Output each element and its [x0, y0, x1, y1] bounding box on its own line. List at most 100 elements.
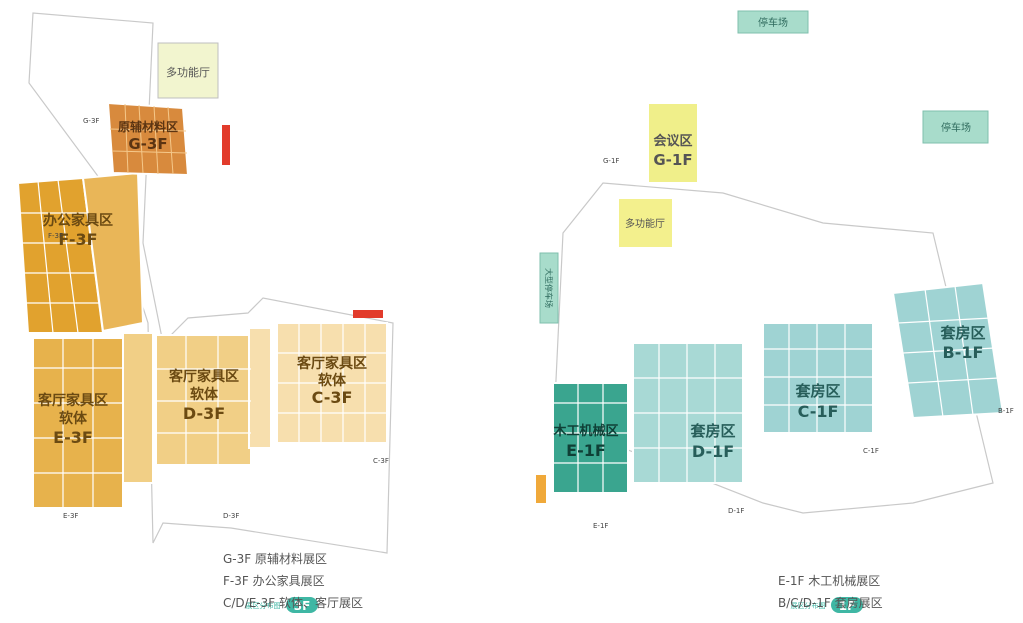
zone-c-1f[interactable] [762, 322, 874, 434]
label-parking-2: 停车场 [941, 121, 971, 134]
entrances-1f: G-1F B-1F C-1F D-1F E-1F [593, 157, 1014, 530]
svg-text:B-1F: B-1F [943, 343, 984, 362]
label-g-1f: 会议区 G-1F [653, 133, 692, 169]
svg-text:C-1F: C-1F [863, 447, 879, 455]
svg-text:E-1F 木工机械展区: E-1F 木工机械展区 [778, 573, 880, 588]
badge-1f [831, 597, 863, 613]
label-parking-1: 停车场 [758, 16, 788, 29]
svg-text:大型停车场: 大型停车场 [544, 268, 554, 308]
svg-text:木工机械区: 木工机械区 [552, 423, 618, 439]
svg-text:套房区: 套房区 [939, 324, 985, 342]
svg-text:C/D/E-3F 软体、客厅展区: C/D/E-3F 软体、客厅展区 [223, 595, 363, 610]
svg-text:B-1F: B-1F [998, 407, 1014, 415]
zone-g-1f[interactable] [647, 102, 699, 184]
floor-3f-plan: 客厅家具区 软体 C-3F 客厅家具区 软体 D-3F 客厅家具区 软体 E-3… [16, 12, 394, 613]
orange-marker-1f [536, 475, 546, 503]
svg-text:套房区: 套房区 [689, 422, 735, 440]
zone-c-1f-cells [763, 323, 873, 433]
label-c-3f: 客厅家具区 软体 C-3F [296, 355, 367, 407]
zone-d-3f-annex [248, 327, 272, 449]
label-d-1f: 套房区 D-1F [689, 422, 735, 461]
1f-outer-wall [552, 182, 994, 514]
svg-text:D-1F: D-1F [692, 442, 734, 461]
svg-text:E-3F: E-3F [63, 512, 78, 520]
zone-d-1f-cells [633, 343, 743, 483]
svg-text:软体: 软体 [190, 386, 219, 403]
svg-text:3F: 3F [294, 599, 311, 613]
svg-text:停车场: 停车场 [758, 16, 788, 29]
svg-text:E-3F: E-3F [53, 428, 93, 447]
zone-d-3f-cells [156, 335, 251, 465]
red-marker-3f-2 [353, 310, 383, 318]
svg-text:多功能厅: 多功能厅 [625, 217, 665, 230]
svg-text:软体: 软体 [318, 372, 347, 389]
svg-text:软体: 软体 [59, 410, 88, 427]
label-parking-large: 大型停车场 [544, 268, 554, 308]
svg-text:停车场: 停车场 [941, 121, 971, 134]
svg-text:D-3F: D-3F [183, 404, 225, 423]
hall-1f[interactable] [617, 197, 674, 249]
label-meeting-3f: 多功能厅 [166, 65, 210, 79]
svg-text:办公家具区: 办公家具区 [43, 212, 113, 229]
svg-text:F-3F: F-3F [58, 230, 97, 249]
label-g-3f: 原辅材料区 G-3F [118, 119, 178, 153]
3f-outer-wall [28, 12, 394, 554]
zone-e-1f[interactable] [552, 382, 629, 494]
svg-text:套房区: 套房区 [794, 382, 840, 400]
zone-b-1f-cells [897, 285, 1000, 418]
svg-text:F-3F: F-3F [48, 232, 63, 240]
entrances-3f: G-3F F-3F E-3F D-3F C-3F [48, 117, 389, 520]
svg-text:B/C/D-1F 套房展区: B/C/D-1F 套房展区 [778, 595, 883, 610]
svg-text:G-3F: G-3F [83, 117, 99, 125]
svg-text:C-1F: C-1F [798, 402, 839, 421]
zone-f-3f-annex [81, 171, 145, 333]
svg-text:原辅材料区: 原辅材料区 [118, 119, 178, 134]
label-f-3f: 办公家具区 F-3F [43, 212, 113, 249]
meeting-hall-3f[interactable] [157, 42, 219, 99]
svg-text:多功能厅: 多功能厅 [166, 65, 210, 79]
parking-1[interactable] [737, 10, 809, 34]
svg-text:客厅家具区: 客厅家具区 [296, 355, 367, 372]
svg-text:G-3F: G-3F [128, 135, 167, 153]
svg-text:D-1F: D-1F [728, 507, 744, 515]
zone-c-3f-cells [277, 323, 387, 443]
label-c-1f: 套房区 C-1F [794, 382, 840, 421]
svg-text:1F: 1F [839, 599, 856, 613]
svg-text:展区分布图: 展区分布图 [246, 601, 281, 610]
label-b-1f: 套房区 B-1F [939, 324, 985, 362]
label-d-3f: 客厅家具区 软体 D-3F [168, 368, 239, 423]
legend-1f: 1F 展区分布图 B/C/D-1F 套房展区 E-1F 木工机械展区 [778, 573, 883, 613]
legend-3f: 3F 展区分布图 C/D/E-3F 软体、客厅展区 F-3F 办公家具展区 G-… [223, 552, 363, 613]
svg-text:C-3F: C-3F [373, 457, 389, 465]
badge-3f [286, 597, 318, 613]
parking-large[interactable] [539, 252, 559, 324]
zone-g-3f-cells [109, 103, 188, 175]
svg-text:G-3F 原辅材料展区: G-3F 原辅材料展区 [223, 552, 327, 566]
svg-text:D-3F: D-3F [223, 512, 239, 520]
red-marker-3f [222, 125, 230, 165]
svg-text:展区分布图: 展区分布图 [791, 601, 826, 610]
label-e-3f: 客厅家具区 软体 E-3F [37, 392, 108, 447]
label-hall-1f: 多功能厅 [625, 217, 665, 230]
svg-text:E-1F: E-1F [566, 441, 606, 460]
svg-text:G-1F: G-1F [653, 151, 692, 169]
zone-e-3f-cells [33, 338, 123, 508]
label-e-1f: 木工机械区 E-1F [552, 423, 618, 460]
svg-text:客厅家具区: 客厅家具区 [37, 392, 108, 409]
zone-g-3f[interactable] [106, 101, 190, 177]
svg-text:F-3F 办公家具展区: F-3F 办公家具展区 [223, 573, 325, 588]
parking-2[interactable] [922, 110, 989, 144]
zone-f-3f-cells [19, 179, 99, 334]
svg-text:客厅家具区: 客厅家具区 [168, 368, 239, 385]
svg-text:E-1F: E-1F [593, 522, 608, 530]
svg-text:会议区: 会议区 [653, 133, 692, 149]
zone-d-3f[interactable] [155, 334, 252, 466]
zone-e-3f-annex [122, 332, 154, 484]
svg-text:C-3F: C-3F [312, 388, 353, 407]
svg-text:G-1F: G-1F [603, 157, 619, 165]
zone-e-1f-cells [553, 383, 628, 493]
floor-1f-plan: 套房区 B-1F 套房区 C-1F 套房区 D-1F 木工机械区 E-1F 会议… [536, 10, 1014, 613]
